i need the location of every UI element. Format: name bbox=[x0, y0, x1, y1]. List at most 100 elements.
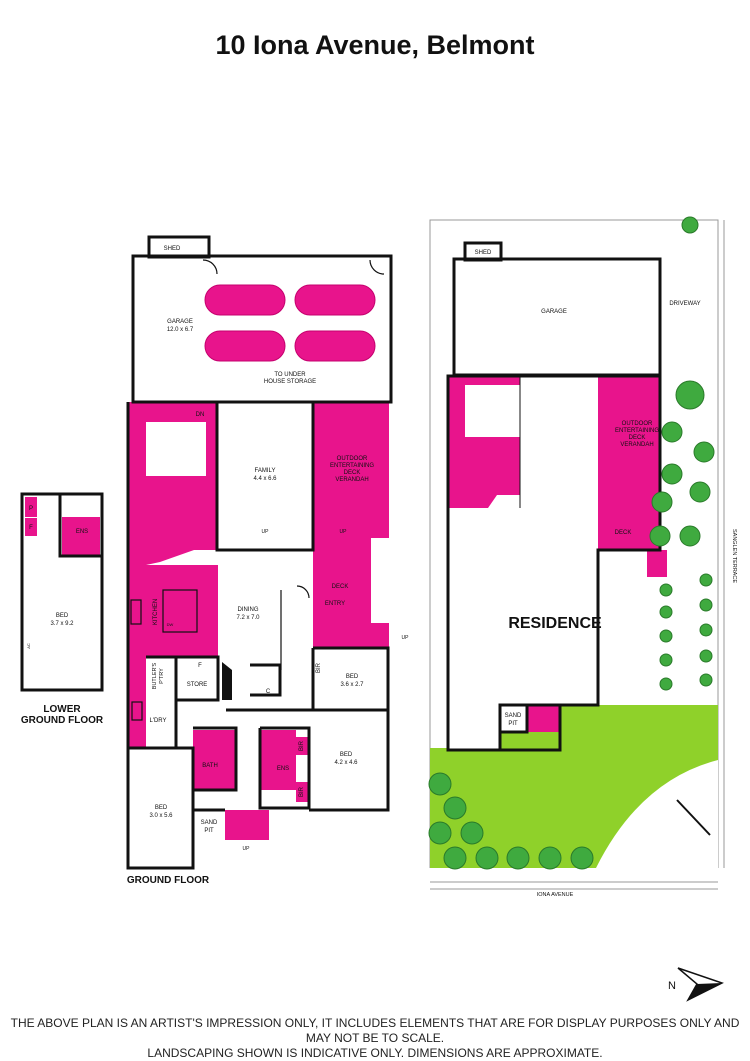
label-laundry: L'DRY bbox=[149, 718, 166, 724]
north-arrow-fill bbox=[688, 983, 722, 1000]
label-residence: RESIDENCE bbox=[508, 615, 602, 632]
label-dining: DINING bbox=[238, 607, 259, 613]
garage-outline bbox=[131, 254, 393, 404]
residence-outline bbox=[446, 374, 662, 752]
label-butlers-2: P'TRY bbox=[159, 668, 165, 684]
label-bed-3: BED bbox=[155, 805, 168, 811]
label-dining-size: 7.2 x 7.0 bbox=[236, 615, 260, 621]
bath-zone bbox=[193, 730, 236, 790]
label-site-outdoor-1: OUTDOOR bbox=[622, 421, 653, 427]
door-swing bbox=[202, 259, 218, 275]
site-sandpit-deck bbox=[527, 705, 560, 732]
label-bir-1: BIR bbox=[316, 662, 322, 673]
tree-icon bbox=[693, 441, 715, 463]
label-bed: BED bbox=[56, 613, 69, 619]
car-icon bbox=[294, 284, 376, 316]
label-sandpit-2: PIT bbox=[204, 828, 214, 834]
appliance-outline bbox=[130, 599, 142, 625]
lawn-cutout bbox=[596, 760, 718, 868]
tree-icon bbox=[570, 846, 594, 870]
ensuite-zone bbox=[260, 730, 296, 790]
tree-icon bbox=[538, 846, 562, 870]
site-plan: SHED GARAGE DRIVEWAY OUTDOOR ENTERTAININ… bbox=[428, 216, 737, 898]
property-boundary bbox=[429, 219, 719, 868]
label-up-bottom: UP bbox=[243, 846, 251, 852]
door-swing bbox=[296, 585, 310, 599]
lower-ground-floor-plan: P F ENS BED 3.7 x 9.2 AC LOWER GROUND FL… bbox=[20, 492, 104, 726]
deck-steps bbox=[371, 623, 389, 648]
label-up-side: UP bbox=[402, 635, 410, 641]
label-bed-1: BED bbox=[346, 674, 359, 680]
tree-icon bbox=[689, 481, 711, 503]
label-dn: DN bbox=[196, 412, 205, 418]
tree-icon bbox=[659, 629, 673, 643]
car-icon bbox=[294, 330, 376, 362]
tree-icon bbox=[506, 846, 530, 870]
bir-zone-2 bbox=[296, 782, 308, 802]
fridge-zone bbox=[25, 518, 37, 536]
label-deck: DECK bbox=[332, 584, 349, 590]
tree-icon bbox=[699, 623, 713, 637]
outdoor-entertaining-deck bbox=[313, 402, 389, 538]
label-site-driveway: DRIVEWAY bbox=[669, 301, 700, 307]
label-entry: ENTRY bbox=[325, 601, 345, 607]
label-sandpit-1: SAND bbox=[201, 820, 218, 826]
cupboard-outline bbox=[250, 663, 282, 697]
tree-icon bbox=[659, 583, 673, 597]
disclaimer-line-2: LANDSCAPING SHOWN IS INDICATIVE ONLY. DI… bbox=[147, 1046, 603, 1060]
stair-block bbox=[222, 662, 232, 700]
label-butlers-1: BUTLER'S bbox=[152, 662, 158, 689]
label-bed-1-size: 3.6 x 2.7 bbox=[340, 682, 364, 688]
garage-cars bbox=[204, 284, 376, 362]
label-cupboard: C bbox=[266, 689, 271, 695]
label-ens: ENS bbox=[76, 529, 88, 535]
deck-areas bbox=[128, 402, 389, 840]
site-deck-steps bbox=[647, 550, 667, 577]
site-labels: SHED GARAGE DRIVEWAY OUTDOOR ENTERTAININ… bbox=[475, 250, 737, 898]
tree-icon bbox=[475, 846, 499, 870]
car-icon bbox=[204, 330, 286, 362]
disclaimer-line-1: THE ABOVE PLAN IS AN ARTIST'S IMPRESSION… bbox=[10, 1016, 740, 1045]
tree-icon bbox=[679, 525, 701, 547]
door-swing bbox=[369, 259, 385, 275]
label-dw: DW bbox=[167, 622, 174, 627]
label-garage-size: 12.0 x 6.7 bbox=[167, 327, 194, 333]
label-outdoor-2: ENTERTAINING bbox=[330, 463, 374, 469]
label-site-garage: GARAGE bbox=[541, 309, 567, 315]
tree-icon bbox=[699, 673, 713, 687]
tree-icon bbox=[659, 653, 673, 667]
trees bbox=[428, 216, 715, 870]
label-bir-2: BIR bbox=[299, 740, 305, 751]
label-sanglen-terrace: SANGLEN TERRACE bbox=[731, 529, 737, 583]
label-bed-2-size: 4.2 x 4.6 bbox=[334, 760, 358, 766]
label-ens: ENS bbox=[277, 766, 289, 772]
label-iona-avenue: IONA AVENUE bbox=[537, 892, 574, 898]
family-walls bbox=[215, 402, 315, 552]
tree-icon bbox=[699, 598, 713, 612]
ground-floor-plan: SHED GARAGE 12.0 x 6.7 TO UNDER HOUSE ST… bbox=[126, 235, 410, 886]
compass: N bbox=[668, 967, 724, 1002]
label-family-size: 4.4 x 6.6 bbox=[253, 476, 277, 482]
site-void-cutout bbox=[465, 385, 520, 437]
kitchen-zone bbox=[146, 565, 218, 657]
site-outdoor-deck bbox=[598, 376, 660, 550]
tree-icon bbox=[443, 796, 467, 820]
tree-icon bbox=[443, 846, 467, 870]
label-family: FAMILY bbox=[255, 468, 276, 474]
tree-icon bbox=[651, 491, 673, 513]
label-shed: SHED bbox=[164, 246, 181, 252]
fittings bbox=[130, 259, 385, 721]
tree-icon bbox=[649, 525, 671, 547]
tree-icon bbox=[699, 649, 713, 663]
entry-deck bbox=[313, 538, 371, 648]
tree-icon bbox=[675, 380, 705, 410]
walls bbox=[126, 235, 393, 870]
car-icon bbox=[204, 284, 286, 316]
tree-icon bbox=[460, 821, 484, 845]
page-title: 10 Iona Avenue, Belmont bbox=[215, 30, 535, 60]
label-p: P bbox=[29, 506, 33, 512]
tree-icon bbox=[428, 821, 452, 845]
tree-icon bbox=[659, 605, 673, 619]
lower-ground-wet-areas bbox=[25, 497, 100, 555]
label-ac: AC bbox=[26, 643, 31, 649]
